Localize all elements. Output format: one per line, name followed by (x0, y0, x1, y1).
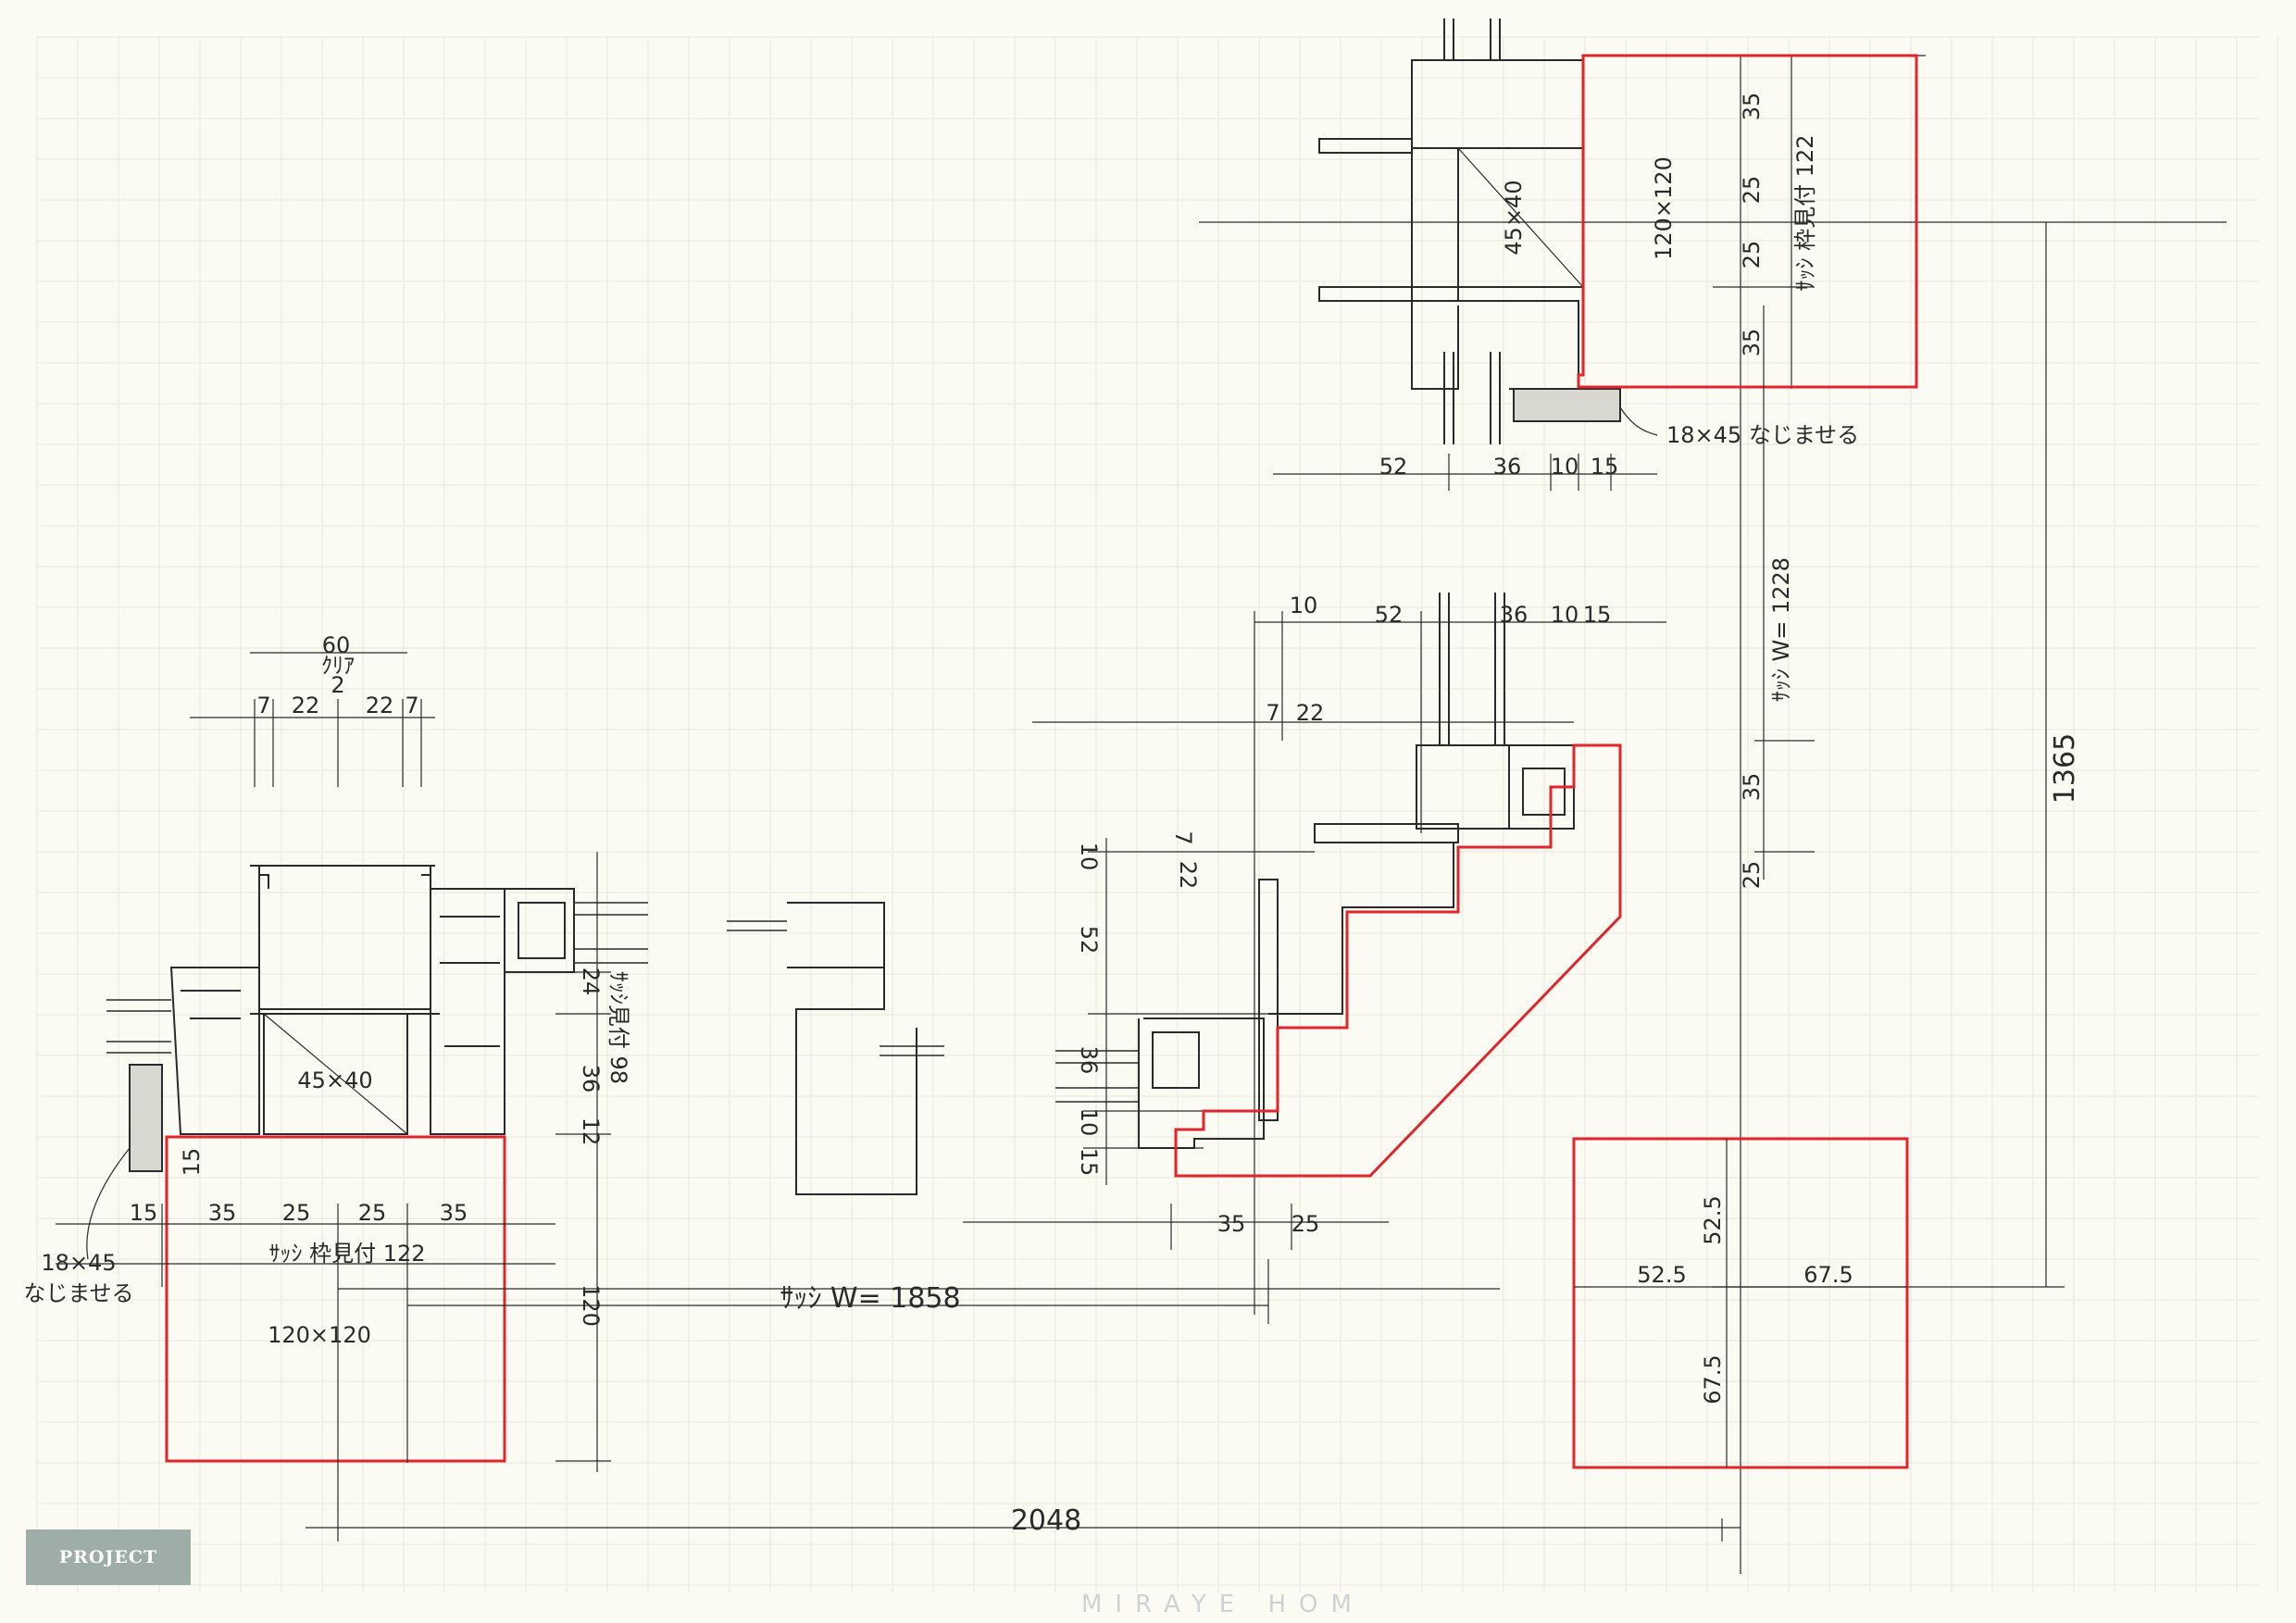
label-top-15: 15 (1591, 454, 1619, 480)
label-mid-side-52: 52 (1076, 926, 1102, 955)
top-lower-frame (1411, 148, 1579, 390)
label-sq-h-67-5: 67.5 (1803, 1262, 1853, 1288)
label-top-side-25b: 25 (1739, 241, 1765, 269)
label-sash-w-1228: ｻｯｼ W= 1228 (1768, 557, 1794, 702)
label-mid-15: 15 (1583, 602, 1612, 628)
left-detail (56, 652, 648, 1518)
label-mid-side-36: 36 (1076, 1046, 1102, 1075)
left-glass (106, 999, 171, 1054)
label-overall-height-1365: 1365 (2049, 733, 2081, 804)
text-labels: 60 ｸﾘｱ 2 7 22 22 7 45×40 120×120 15 35 2… (23, 93, 2081, 1537)
top-post-120x120 (1577, 54, 1918, 389)
label-mid-22: 22 (1296, 700, 1325, 726)
label-top-sash-45x40: 45×40 (1501, 180, 1527, 255)
label-post-120x120-left: 120×120 (268, 1322, 371, 1348)
label-top-side-25a: 25 (1739, 176, 1765, 205)
label-mid-side-10b: 10 (1076, 1108, 1102, 1137)
label-60: 60 (322, 632, 351, 658)
board-18x45 (129, 1064, 163, 1172)
label-top-side-35a: 35 (1739, 93, 1765, 121)
label-sash-mitsuke-98: ｻｯｼ見付 98 (605, 971, 631, 1084)
label-sq-v-67-5: 67.5 (1700, 1355, 1726, 1404)
label-mid-10b: 10 (1551, 602, 1579, 628)
label-top-sash-frame-122: ｻｯｼ 枠見付 122 (1792, 134, 1818, 291)
label-22a: 22 (292, 693, 320, 718)
label-mid-10a: 10 (1290, 593, 1318, 618)
right-glass (574, 902, 648, 964)
label-sq-v-52-5: 52.5 (1700, 1195, 1726, 1244)
project-badge: PROJECT (26, 1529, 191, 1585)
label-sq-h-52-5: 52.5 (1637, 1262, 1686, 1288)
label-board-18x45: 18×45 (41, 1250, 116, 1276)
right-sash-frame (430, 888, 505, 1135)
label-sash-w-1858: ｻｯｼ W= 1858 (780, 1282, 960, 1315)
label-35a: 35 (208, 1200, 237, 1226)
mid-vertical-fin (1258, 879, 1279, 1121)
label-25a: 25 (282, 1200, 311, 1226)
square-post-outline (1572, 1137, 1909, 1469)
top-leader (1619, 406, 1658, 436)
label-overall-width-2048: 2048 (1011, 1504, 1081, 1537)
label-120: 120 (578, 1284, 604, 1327)
post-120x120-left (165, 1135, 506, 1463)
label-mid-side-15: 15 (1076, 1148, 1102, 1177)
leader-board (86, 1147, 131, 1260)
top-board-18x45 (1513, 388, 1621, 422)
square-post (1572, 1137, 1909, 1469)
label-top-52: 52 (1379, 454, 1408, 480)
label-22b: 22 (366, 693, 394, 718)
label-right-25: 25 (1739, 861, 1765, 890)
label-35b: 35 (440, 1200, 468, 1226)
label-top-10: 10 (1551, 454, 1579, 480)
label-sash-frame-122: ｻｯｼ 枠見付 122 (268, 1241, 425, 1267)
right-glass-bead (505, 888, 575, 973)
mid-lower-sash (1138, 1017, 1265, 1149)
label-mid-side-10: 10 (1076, 843, 1102, 871)
label-7a: 7 (256, 693, 270, 718)
label-15-vertical: 15 (179, 1148, 205, 1177)
label-15a: 15 (130, 1200, 158, 1226)
label-mid-side-22: 22 (1175, 861, 1201, 890)
label-mid-52: 52 (1375, 602, 1404, 628)
center-dimension (338, 1259, 1500, 1324)
overall-dimensions (306, 222, 2065, 1542)
label-mid-36: 36 (1500, 602, 1529, 628)
sash-profile (787, 902, 917, 1195)
label-blend: なじませる (23, 1280, 133, 1306)
graph-paper-grid (36, 36, 2278, 1592)
mullion-fins (259, 874, 431, 889)
label-mid-7: 7 (1266, 700, 1279, 726)
label-7b: 7 (405, 693, 418, 718)
brand-watermark: MIRAYE HOM (1081, 1591, 1365, 1618)
sash-45x40 (263, 1013, 408, 1135)
label-24: 24 (578, 968, 604, 996)
label-12: 12 (578, 1117, 604, 1146)
mullion-profile (250, 865, 440, 1015)
middle-detail (963, 593, 1666, 1315)
label-top-board-note: 18×45 なじませる (1666, 422, 1859, 448)
label-mid-35: 35 (1217, 1211, 1246, 1237)
label-top-post-120x120: 120×120 (1651, 156, 1677, 260)
label-right-35: 35 (1739, 773, 1765, 802)
label-36: 36 (578, 1065, 604, 1093)
label-mid-25: 25 (1292, 1211, 1320, 1237)
label-top-36: 36 (1493, 454, 1522, 480)
label-top-side-35b: 35 (1739, 329, 1765, 357)
left-sash-frame (169, 967, 260, 1135)
label-25b: 25 (358, 1200, 387, 1226)
label-sash-45x40: 45×40 (297, 1067, 372, 1093)
label-clear: ｸﾘｱ (321, 653, 355, 679)
top-detail (1199, 19, 2227, 1574)
center-sash-section (727, 902, 944, 1195)
top-upper-frame (1411, 19, 1584, 149)
label-mid-side-7: 7 (1170, 830, 1196, 844)
label-2: 2 (331, 672, 344, 698)
mid-sill (1268, 823, 1459, 1015)
mid-post-outline (1174, 743, 1622, 1178)
